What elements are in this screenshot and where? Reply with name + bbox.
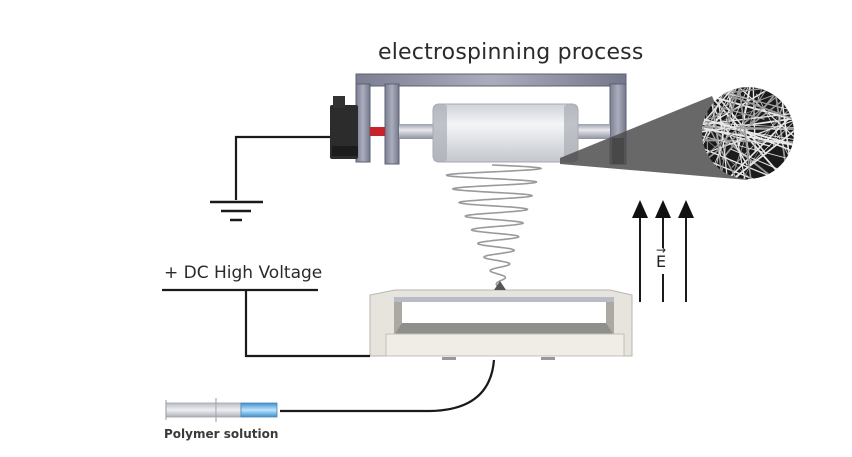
magnification-cone	[560, 96, 748, 180]
nanofiber-strand	[738, 89, 761, 179]
nanofiber-strand	[702, 87, 782, 109]
arrow-up-icon	[655, 200, 671, 218]
nanofiber-strand	[702, 121, 794, 132]
high-voltage-label: + DC High Voltage	[164, 263, 323, 283]
nanofiber-strand	[702, 107, 763, 142]
syringe	[165, 398, 278, 422]
vector-arrow-icon: →	[656, 243, 667, 257]
nanofiber-strand	[702, 87, 775, 153]
collector-drum	[432, 103, 579, 163]
nanofiber-strand	[730, 148, 794, 179]
nanofiber-strand	[702, 87, 794, 120]
polymer-solution-label: Polymer solution	[164, 427, 279, 441]
arrow-up-icon	[632, 200, 648, 218]
feed-tube	[280, 359, 496, 413]
electric-field-label: → E	[656, 243, 667, 271]
diagram-title: electrospinning process	[378, 40, 644, 65]
fiber-jet	[445, 164, 543, 289]
nanofiber-strand	[702, 87, 794, 157]
motor	[330, 96, 358, 159]
nanofiber-strand	[702, 113, 791, 160]
arrow-up-icon	[678, 200, 694, 218]
high-voltage-wire	[162, 288, 370, 358]
nanofiber-strand	[702, 87, 794, 179]
nanofiber-strand	[702, 87, 750, 164]
spinneret-stage	[369, 281, 633, 360]
electric-field-arrows	[632, 200, 694, 302]
nanofiber-strand	[702, 87, 794, 123]
nanofiber-strand	[702, 103, 794, 150]
coupling	[370, 127, 385, 136]
right-shaft	[576, 124, 610, 139]
ground-icon	[210, 200, 263, 222]
nanofiber-strand	[721, 87, 794, 179]
left-shaft	[399, 124, 433, 139]
nanofiber-strand	[702, 118, 794, 147]
nanofiber-strand	[702, 90, 786, 130]
nanofiber-strand	[707, 87, 794, 160]
nanofiber-strand	[702, 87, 780, 179]
nanofiber-strand	[702, 87, 794, 160]
ground-wire	[234, 135, 330, 200]
nanofiber-strand	[702, 130, 794, 179]
nanofiber-strand	[702, 92, 757, 179]
nanofiber-strand	[718, 103, 732, 179]
